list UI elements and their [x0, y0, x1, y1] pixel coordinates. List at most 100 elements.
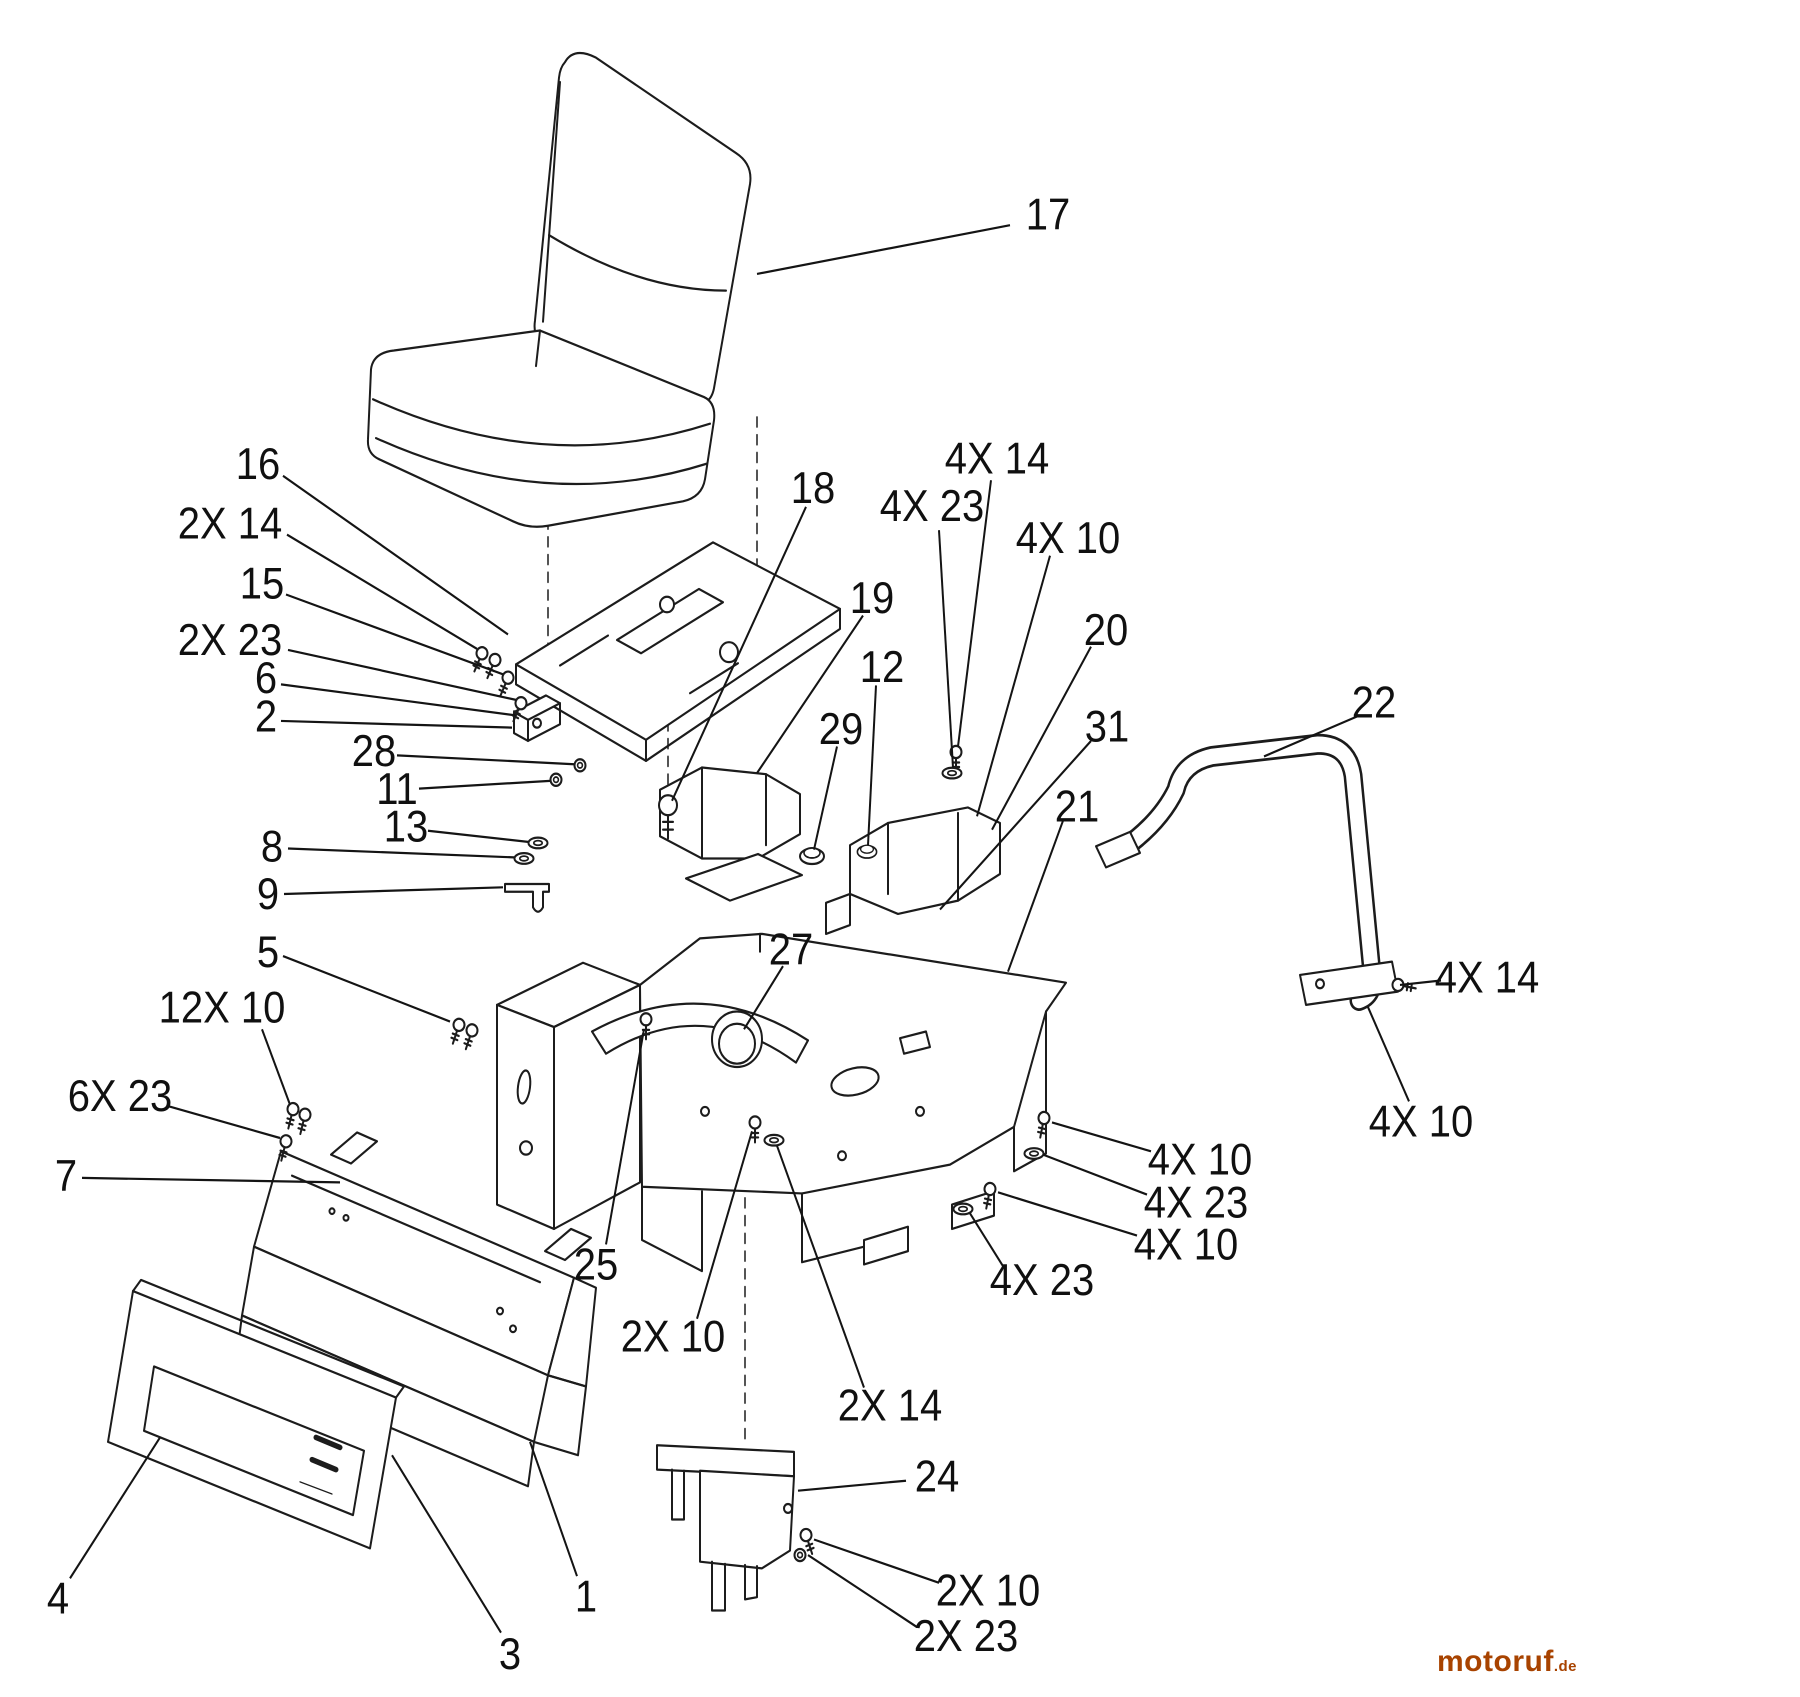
leader-line-2x23-4 [287, 648, 517, 701]
leader-line-2x14-36 [776, 1145, 865, 1388]
part-callout-4x10-28: 4X 10 [1369, 1097, 1473, 1146]
mount-bracket-illustration [656, 1444, 795, 1612]
leader-line-11-8 [418, 779, 551, 790]
leader-line-4x23-32 [969, 1212, 1005, 1269]
part-callout-4x23-30: 4X 23 [1144, 1178, 1248, 1227]
leader-line-3-41 [391, 1454, 502, 1634]
part-callout-2x23-39: 2X 23 [914, 1611, 1018, 1660]
part-callout-13-9: 13 [384, 802, 428, 851]
watermark: motoruf.de [1437, 1645, 1577, 1679]
leader-line-12-18 [867, 685, 877, 846]
leader-line-19-17 [756, 614, 864, 774]
leader-line-5-12 [282, 955, 451, 1023]
part-callout-3-41: 3 [499, 1629, 521, 1678]
part-callout-25-34: 25 [574, 1240, 618, 1289]
watermark-brand: motoruf [1437, 1645, 1554, 1678]
part-callout-9-11: 9 [257, 869, 279, 918]
nut-fastener [793, 1547, 807, 1563]
part-callout-11-8: 11 [376, 764, 418, 813]
leader-line-6-5 [280, 683, 517, 717]
part-callout-2x14-2: 2X 14 [178, 499, 282, 548]
leader-line-2x10-38 [813, 1538, 940, 1584]
leader-line-25-34 [605, 1029, 645, 1245]
leader-line-28-7 [396, 754, 575, 766]
leader-line-18-16 [671, 506, 807, 802]
part-callout-12x10-13: 12X 10 [159, 982, 286, 1031]
leader-line-1-42 [529, 1441, 578, 1577]
part-callout-2x23-4: 2X 23 [178, 615, 282, 664]
washer-fastener [1023, 1147, 1045, 1160]
part-callout-4x23-32: 4X 23 [990, 1255, 1094, 1304]
leader-line-31-24 [939, 740, 1092, 911]
leader-line-6x23-14 [166, 1104, 281, 1140]
part-callout-2x10-38: 2X 10 [936, 1566, 1040, 1615]
bolt-fastener [281, 1100, 301, 1132]
leader-line-2-6 [280, 719, 513, 729]
leader-line-4x14-21 [957, 480, 992, 747]
leader-line-24-37 [797, 1479, 907, 1492]
bolt-fastener [494, 668, 517, 700]
leader-line-16-1 [282, 474, 509, 636]
part-callout-4x14-21: 4X 14 [945, 433, 1049, 482]
part-callout-4-40: 4 [47, 1574, 69, 1623]
leader-line-4x10-31 [997, 1191, 1138, 1237]
washer-fastener [763, 1133, 785, 1147]
part-callout-2x14-36: 2X 14 [838, 1381, 942, 1430]
leader-line-21-25 [1007, 820, 1064, 973]
washer-fastener [527, 836, 549, 850]
leader-line-4-40 [69, 1436, 161, 1579]
leader-line-15-3 [285, 593, 504, 676]
roll-bar-illustration [1095, 733, 1399, 1011]
part-callout-29-19: 29 [819, 704, 863, 753]
leader-line-17-0 [756, 224, 1011, 276]
part-callout-18-16: 18 [791, 463, 835, 512]
leader-line-20-23 [991, 646, 1092, 831]
side-panel-illustration [107, 1278, 405, 1550]
part-callout-4x10-29: 4X 10 [1148, 1134, 1252, 1183]
leader-line-4x23-20 [938, 530, 954, 768]
leader-line-4x10-28 [1367, 1006, 1410, 1102]
part-callout-6x23-14: 6X 23 [68, 1071, 172, 1120]
bolt-fastener [446, 1015, 468, 1047]
leader-line-12x10-13 [261, 1028, 291, 1106]
leader-line-13-9 [427, 829, 529, 843]
part-callout-17-0: 17 [1026, 189, 1070, 238]
part-callout-24-37: 24 [915, 1452, 959, 1501]
part-callout-2x10-35: 2X 10 [621, 1312, 725, 1361]
part-callout-4x10-22: 4X 10 [1016, 513, 1120, 562]
plug-fastener [856, 844, 878, 859]
nut-fastener [573, 758, 587, 773]
part-callout-22-26: 22 [1352, 677, 1396, 726]
part-callout-8-10: 8 [261, 822, 283, 871]
part-callout-7-15: 7 [55, 1151, 77, 1200]
part-callout-12-18: 12 [860, 642, 904, 691]
leader-line-4x14-27 [1399, 979, 1442, 987]
part-callout-19-17: 19 [850, 573, 894, 622]
part-callout-27-33: 27 [769, 925, 813, 974]
washer-fastener [513, 852, 535, 865]
cap-fastener [798, 846, 826, 866]
part-callout-4x10-31: 4X 10 [1134, 1220, 1238, 1269]
part-callout-28-7: 28 [352, 726, 396, 775]
main-frame-illustration [496, 932, 1067, 1273]
leader-line-2x10-35 [696, 1130, 753, 1320]
nut-fastener [549, 772, 563, 787]
leader-line-2x14-2 [286, 533, 478, 650]
part-callout-6-5: 6 [255, 653, 277, 702]
leader-line-4x23-30 [1042, 1153, 1148, 1196]
rear-support-bracket-illustration [825, 806, 1001, 936]
part-callout-15-3: 15 [240, 559, 284, 608]
leader-line-22-26 [1263, 715, 1358, 758]
part-callout-2-6: 2 [255, 692, 277, 741]
seat-plate-illustration [515, 541, 841, 762]
watermark-tld: .de [1553, 1658, 1577, 1675]
leader-line-4x10-22 [976, 555, 1051, 817]
part-callout-5-12: 5 [257, 927, 279, 976]
part-callout-4x23-20: 4X 23 [880, 481, 984, 530]
leader-line-9-11 [283, 886, 504, 896]
leader-line-8-10 [287, 847, 515, 859]
part-callout-16-1: 16 [236, 439, 280, 488]
